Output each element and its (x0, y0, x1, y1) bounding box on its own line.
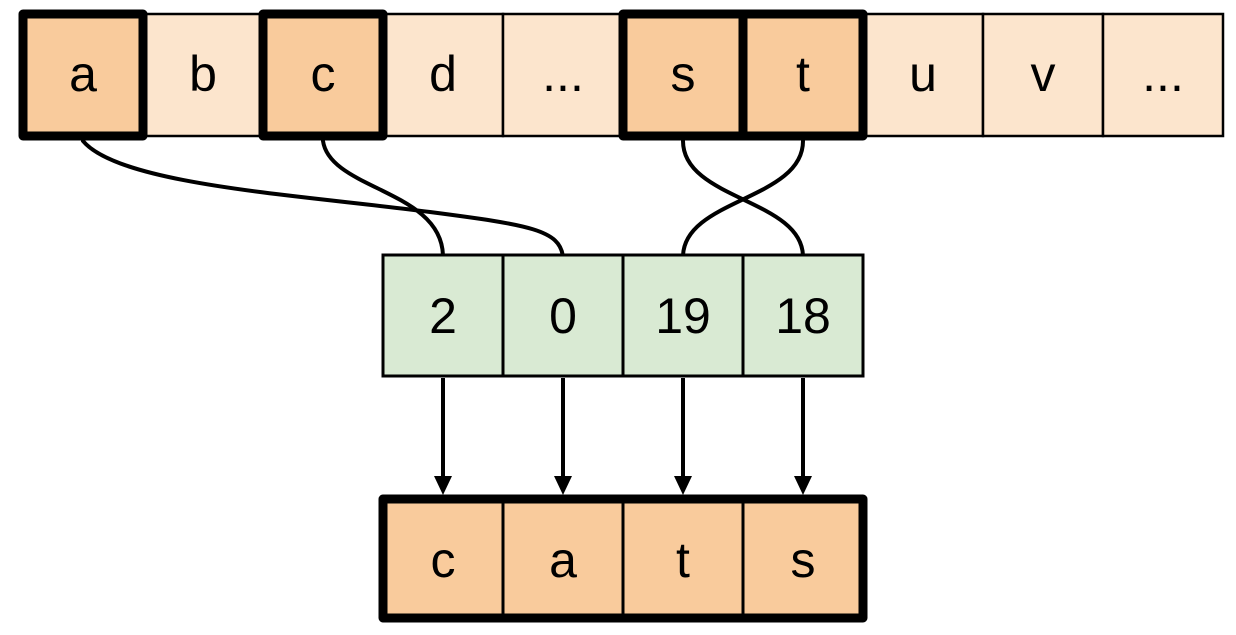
alphabet-cell-c-highlighted: c (258, 9, 388, 141)
alphabet-cell-box-highlighted (618, 9, 748, 141)
arrow-head-icon (554, 476, 572, 495)
index-cell-box (381, 253, 505, 378)
alphabet-cell-box-highlighted (258, 9, 388, 141)
output-cell-label: t (676, 532, 690, 588)
alphabet-cell-t-highlighted: t (738, 9, 868, 141)
arrow-down-2 (554, 378, 572, 495)
alphabet-row: b d ... u v ... a c (18, 9, 1225, 141)
arrow-head-icon (434, 476, 452, 495)
alphabet-cell-label: d (429, 46, 457, 102)
output-row-outline (378, 494, 868, 623)
alphabet-cell-box-highlighted (738, 9, 868, 141)
output-cell-t: t (621, 497, 745, 620)
output-cell-box (621, 497, 745, 620)
alphabet-cell-label: t (796, 46, 810, 102)
alphabet-cell-a-highlighted: a (18, 9, 148, 141)
index-cell-box (621, 253, 745, 378)
alphabet-cell-label: ... (542, 46, 584, 102)
output-cell-box (501, 497, 625, 620)
alphabet-cell-ellipsis-2: ... (1101, 12, 1225, 138)
index-cell-0: 0 (501, 253, 625, 378)
arrow-head-icon (674, 476, 692, 495)
alphabet-cell-box (141, 12, 265, 138)
index-cell-2: 2 (381, 253, 505, 378)
output-cell-c: c (381, 497, 505, 620)
curve-c-to-index-2 (321, 139, 445, 259)
alphabet-cell-b: b (141, 12, 265, 138)
arrow-down-4 (794, 378, 812, 495)
index-cell-value: 2 (429, 288, 457, 344)
arrow-down-1 (434, 378, 452, 495)
output-cell-a: a (501, 497, 625, 620)
alphabet-cell-box (1101, 12, 1225, 138)
index-cell-19: 19 (621, 253, 745, 378)
curve-a-to-index-0 (81, 139, 565, 259)
alphabet-cell-box (501, 12, 625, 138)
output-cell-box (741, 497, 865, 620)
output-cell-label: a (549, 532, 577, 588)
output-cell-s: s (741, 497, 865, 620)
output-cell-label: c (431, 532, 456, 588)
index-cell-value: 18 (775, 288, 831, 344)
alphabet-cell-box-highlighted (18, 9, 148, 141)
alphabet-cell-d: d (381, 12, 505, 138)
output-row: c a t s (378, 494, 868, 623)
letter-to-index-connectors (81, 139, 805, 259)
arrow-down-3 (674, 378, 692, 495)
alphabet-cell-box (981, 12, 1105, 138)
output-cell-label: s (791, 532, 816, 588)
alphabet-cell-box (381, 12, 505, 138)
index-cell-18: 18 (741, 253, 865, 378)
alphabet-cell-label: u (909, 46, 937, 102)
alphabet-cell-label: ... (1142, 46, 1184, 102)
alphabet-cell-s-highlighted: s (618, 9, 748, 141)
alphabet-cell-ellipsis-1: ... (501, 12, 625, 138)
alphabet-cell-label: b (189, 46, 217, 102)
alphabet-cell-label: v (1031, 46, 1056, 102)
index-row: 2 0 19 18 (381, 253, 865, 378)
alphabet-cell-label: a (69, 46, 97, 102)
alphabet-cell-label: c (311, 46, 336, 102)
alphabet-cell-v: v (981, 12, 1105, 138)
alphabet-cell-label: s (671, 46, 696, 102)
index-cell-value: 0 (549, 288, 577, 344)
arrow-head-icon (794, 476, 812, 495)
curve-t-to-index-19 (681, 139, 805, 259)
alphabet-cell-u: u (861, 12, 985, 138)
index-cell-value: 19 (655, 288, 711, 344)
index-cell-box (741, 253, 865, 378)
index-to-output-arrows (434, 378, 812, 495)
